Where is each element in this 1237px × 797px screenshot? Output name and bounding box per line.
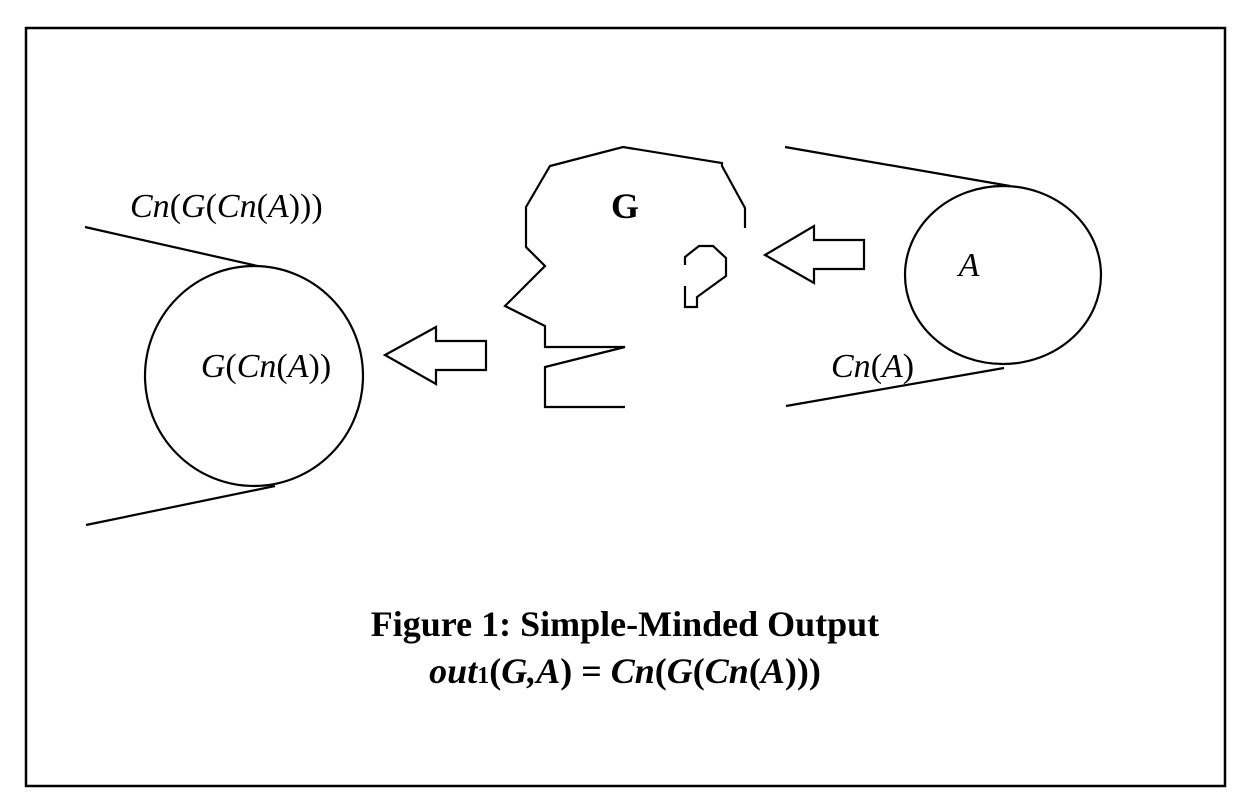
figure-frame: [24, 26, 1227, 788]
input-cone-top-line: [784, 145, 1011, 188]
input-closure-label: Cn(A): [831, 348, 914, 385]
output-cone-top-line: [84, 225, 263, 269]
output-cone-bottom-line: [85, 484, 276, 527]
input-arrow: [762, 224, 866, 285]
caption-formula: out1(G,A) = Cn(G(Cn(A))): [429, 651, 821, 691]
caption-title: Figure 1: Simple-Minded Output: [371, 604, 879, 644]
output-set-circle: [143, 264, 365, 488]
output-closure-label: Cn(G(Cn(A))): [130, 188, 323, 225]
input-set-circle: [903, 184, 1103, 366]
input-set-label: A: [957, 247, 980, 284]
head-label: G: [611, 186, 639, 226]
head-outline: [503, 145, 747, 409]
output-set-label: G(Cn(A)): [201, 348, 331, 385]
ear-icon: [683, 244, 728, 309]
output-arrow: [382, 325, 488, 386]
input-cone-bottom-line: [785, 366, 1005, 408]
